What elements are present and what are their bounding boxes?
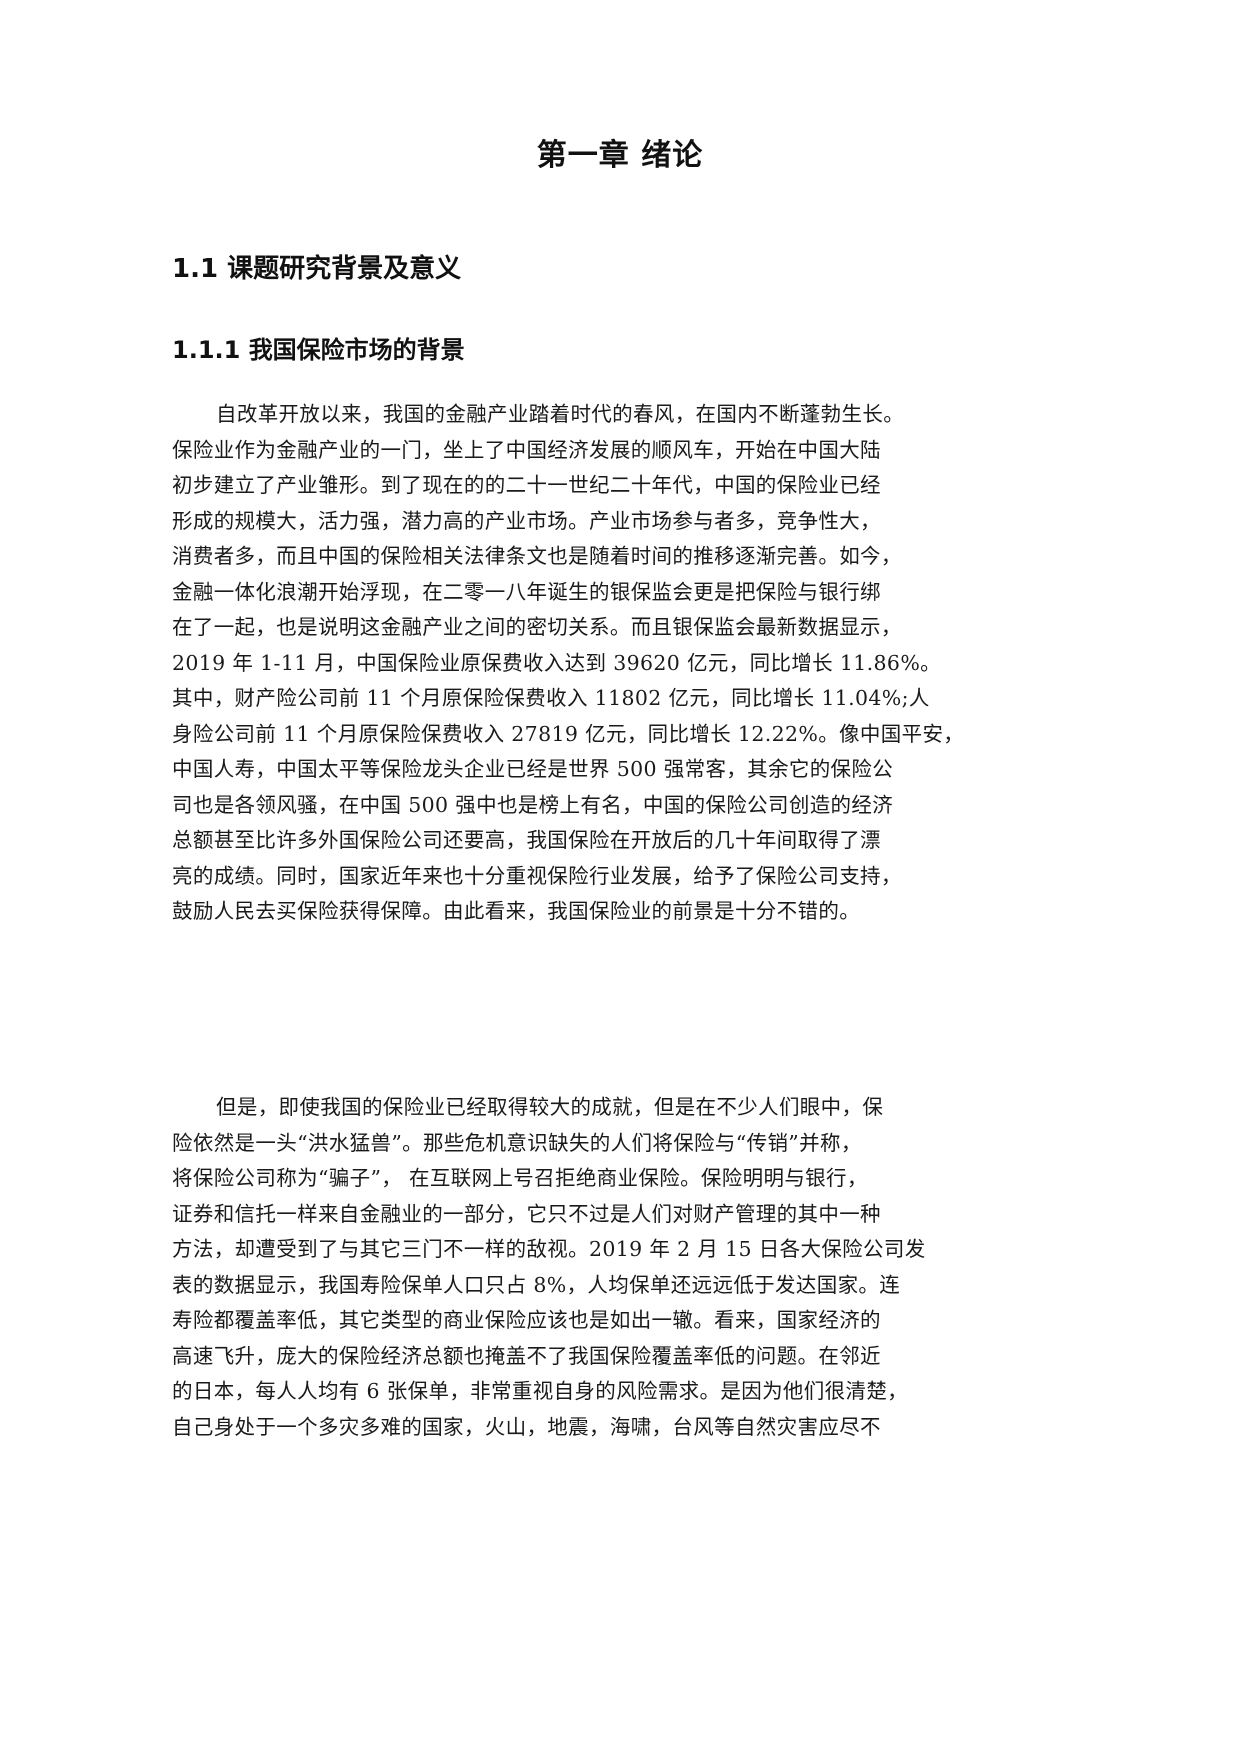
subsection-heading: 1.1.1 我国保险市场的背景 xyxy=(172,336,465,364)
section-heading: 1.1 课题研究背景及意义 xyxy=(172,254,462,284)
paragraph-line: 亮的成绩。同时，国家近年来也十分重视保险行业发展，给予了保险公司支持， xyxy=(172,863,902,888)
chapter-title: 第一章 绪论 xyxy=(536,138,704,173)
paragraph-line: 的日本，每人人均有 6 张保单，非常重视自身的风险需求。是因为他们很清楚， xyxy=(172,1379,909,1403)
paragraph-line: 司也是各领风骚，在中国 500 强中也是榜上有名，中国的保险公司创造的经济 xyxy=(172,792,894,817)
paragraph-line: 保险业作为金融产业的一门，坐上了中国经济发展的顺风车，开始在中国大陆 xyxy=(172,437,881,462)
paragraph-line: 初步建立了产业雏形。到了现在的的二十一世纪二十年代，中国的保险业已经 xyxy=(172,473,881,497)
paragraph-2: 但是，即使我国的保险业已经取得较大的成就，但是在不少人们眼中，保 险依然是一头“… xyxy=(172,1090,962,1445)
paragraph-line: 金融一体化浪潮开始浮现，在二零一八年诞生的银保监会更是把保险与银行绑 xyxy=(172,579,881,604)
paragraph-line: 2019 年 1-11 月，中国保险业原保费收入达到 39620 亿元，同比增长… xyxy=(172,650,942,675)
paragraph-line: 中国人寿，中国太平等保险龙头企业已经是世界 500 强常客，其余它的保险公 xyxy=(172,757,894,781)
paragraph-line: 寿险都覆盖率低，其它类型的商业保险应该也是如出一辙。看来，国家经济的 xyxy=(172,1308,881,1332)
paragraph-line: 险依然是一头“洪水猛兽”。那些危机意识缺失的人们将保险与“传销”并称， xyxy=(172,1130,862,1155)
paragraph-line: 消费者多，而且中国的保险相关法律条文也是随着时间的推移逐渐完善。如今， xyxy=(172,544,902,568)
paragraph-line: 自己身处于一个多灾多难的国家，火山，地震，海啸，台风等自然灾害应尽不 xyxy=(172,1414,881,1439)
paragraph-line: 将保险公司称为“骗子”， 在互联网上号召拒绝商业保险。保险明明与银行， xyxy=(172,1166,868,1190)
paragraph-line: 在了一起，也是说明这金融产业之间的密切关系。而且银保监会最新数据显示， xyxy=(172,615,902,639)
paragraph-line: 形成的规模大，活力强，潜力高的产业市场。产业市场参与者多，竞争性大， xyxy=(172,508,881,533)
paragraph-1: 自改革开放以来，我国的金融产业踏着时代的春风，在国内不断蓬勃生长。 保险业作为金… xyxy=(172,397,965,930)
paragraph-line: 方法，却遭受到了与其它三门不一样的敌视。2019 年 2 月 15 日各大保险公… xyxy=(172,1237,926,1261)
paragraph-line: 其中，财产险公司前 11 个月原保险保费收入 11802 亿元，同比增长 11.… xyxy=(172,686,930,710)
paragraph-line: 表的数据显示，我国寿险保单人口只占 8%，人均保单还远远低于发达国家。连 xyxy=(172,1272,901,1297)
paragraph-line: 身险公司前 11 个月原保险保费收入 27819 亿元，同比增长 12.22%。… xyxy=(172,721,965,746)
paragraph-line: 证券和信托一样来自金融业的一部分，它只不过是人们对财产管理的其中一种 xyxy=(172,1201,881,1226)
paragraph-line: 鼓励人民去买保险获得保障。由此看来，我国保险业的前景是十分不错的。 xyxy=(172,899,861,923)
paragraph-line: 高速飞升，庞大的保险经济总额也掩盖不了我国保险覆盖率低的问题。在邻近 xyxy=(172,1343,881,1368)
paragraph-line: 总额甚至比许多外国保险公司还要高，我国保险在开放后的几十年间取得了漂 xyxy=(172,828,881,852)
paragraph-line: 自改革开放以来，我国的金融产业踏着时代的春风，在国内不断蓬勃生长。 xyxy=(216,402,905,426)
paragraph-line: 但是，即使我国的保险业已经取得较大的成就，但是在不少人们眼中，保 xyxy=(216,1095,884,1119)
